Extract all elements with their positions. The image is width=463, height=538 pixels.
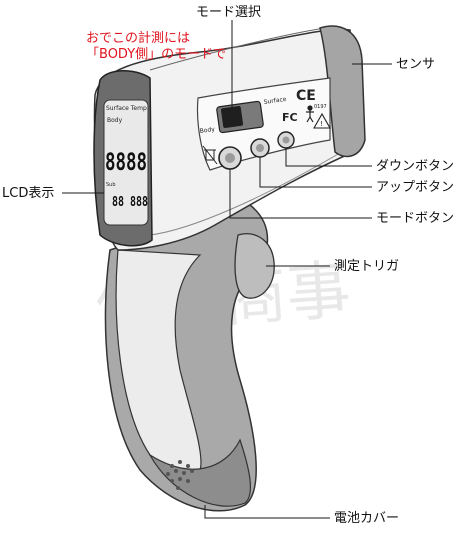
lcd-sub-prefix: Sub <box>106 182 116 188</box>
leader-up-button <box>259 157 372 188</box>
red-note: おでこの計測には 「BODY側」のモードで <box>86 31 226 63</box>
label-trigger: 測定トリガ <box>334 259 400 274</box>
fc-mark: FC <box>282 111 298 124</box>
label-lcd-display: LCD表示 <box>2 186 55 201</box>
leader-down-button <box>285 148 372 167</box>
label-sensor: センサ <box>396 57 436 72</box>
down-button-center <box>282 136 290 144</box>
label-mode-button: モードボタン <box>376 211 455 226</box>
lcd-surface-temp: Surface Temp <box>106 105 147 112</box>
mode-switch-knob[interactable] <box>220 105 244 129</box>
leader-battery-cover <box>204 505 330 519</box>
switch-surface-label: Surface <box>263 96 287 106</box>
cert-number: 0197 <box>314 104 327 110</box>
lcd-sub-digits: 88 888 <box>112 195 148 210</box>
lcd-screen <box>103 99 149 226</box>
label-mode-select: モード選択 <box>196 5 262 20</box>
warning-icon <box>313 112 331 129</box>
label-down-button: ダウンボタン <box>376 159 455 174</box>
label-battery-cover: 電池カバー <box>334 511 400 526</box>
trigger <box>234 233 275 299</box>
lcd-body: Body <box>107 117 123 124</box>
leader-lines <box>62 20 392 519</box>
red-note-line1: おでこの計測には <box>86 31 191 46</box>
lcd-main-digits: 8888 <box>105 148 147 176</box>
speaker-holes <box>166 460 194 490</box>
mode-button-center <box>225 153 235 163</box>
red-note-line2: 「BODY側」のモードで <box>86 47 227 62</box>
warning-exclaim: ! <box>320 120 323 128</box>
trash-icon <box>202 145 218 165</box>
top-ridge <box>149 27 326 71</box>
label-up-button: アップボタン <box>376 180 455 195</box>
ce-mark: CE <box>296 88 316 104</box>
sensor-head <box>319 25 366 158</box>
leader-mode-button <box>229 169 372 219</box>
battery-cover <box>148 438 251 507</box>
person-icon <box>306 105 314 123</box>
up-button-center <box>256 144 264 152</box>
switch-body-label: Body <box>199 126 215 135</box>
side-ridge <box>149 149 346 236</box>
